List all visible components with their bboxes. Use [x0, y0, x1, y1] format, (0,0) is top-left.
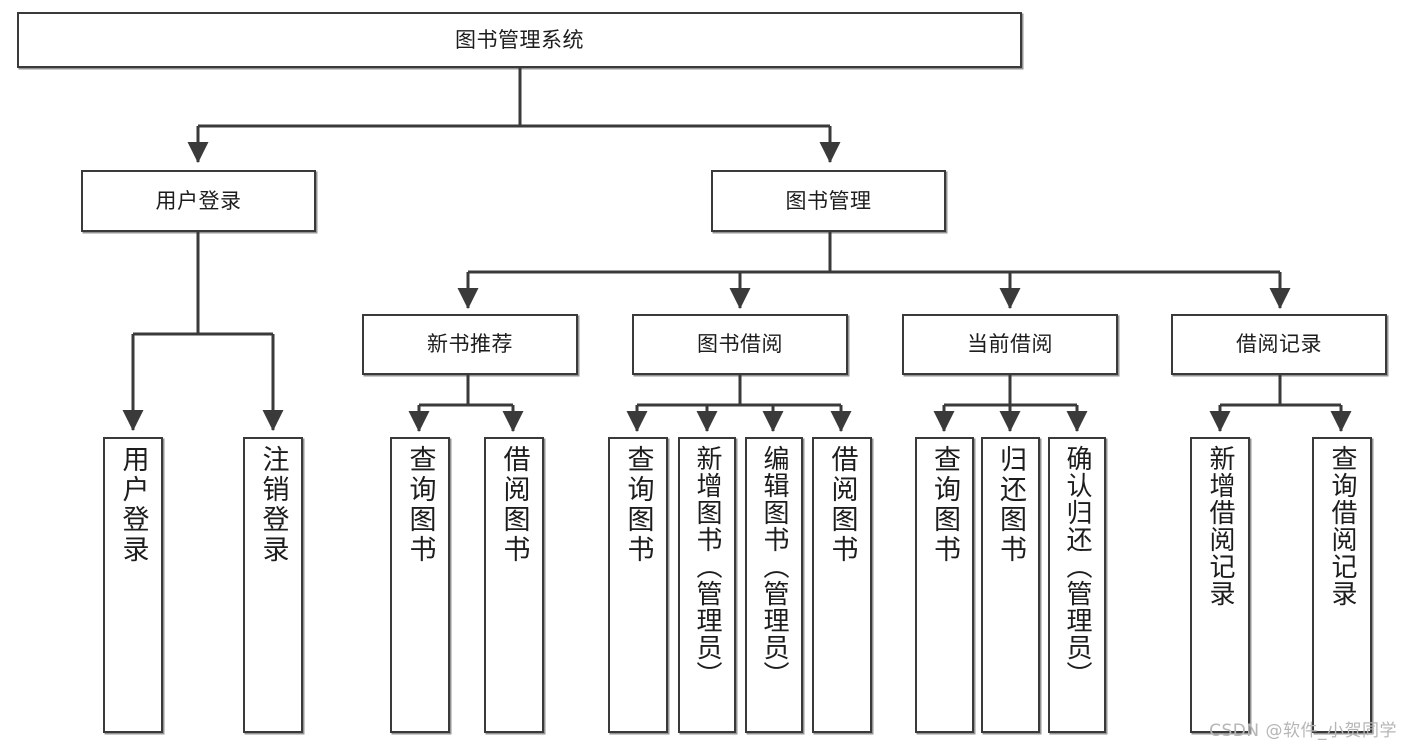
node-label: 图书管理系统: [455, 27, 584, 52]
node-label: 查询图书: [929, 445, 960, 565]
node-new-book-recommend[interactable]: 新书推荐: [362, 314, 578, 375]
leaf-current-return-book[interactable]: 归还图书: [981, 437, 1040, 733]
leaf-borrow-query-book[interactable]: 查询图书: [608, 437, 668, 733]
node-borrow-record[interactable]: 借阅记录: [1171, 314, 1387, 375]
node-label: 新书推荐: [427, 332, 513, 357]
leaf-borrow-borrow-book[interactable]: 借阅图书: [812, 437, 872, 733]
node-label: 查询借阅记录: [1327, 445, 1357, 607]
node-label: 查询图书: [622, 445, 654, 565]
node-label: 确认归还（管理员）: [1062, 445, 1092, 688]
leaf-current-confirm-return-admin[interactable]: 确认归还（管理员）: [1048, 437, 1106, 733]
node-user-login[interactable]: 用户登录: [81, 170, 316, 232]
node-label: 归还图书: [995, 445, 1026, 565]
node-label: 用户登录: [117, 445, 149, 565]
node-label: 用户登录: [155, 188, 242, 213]
node-root-system[interactable]: 图书管理系统: [17, 12, 1022, 68]
node-label: 借阅图书: [826, 445, 858, 565]
node-book-borrow[interactable]: 图书借阅: [632, 314, 848, 375]
node-label: 新增图书（管理员）: [692, 445, 722, 688]
node-book-management[interactable]: 图书管理: [711, 170, 946, 232]
node-label: 借阅图书: [498, 445, 530, 565]
leaf-record-add-record[interactable]: 新增借阅记录: [1190, 437, 1250, 733]
leaf-borrow-add-book-admin[interactable]: 新增图书（管理员）: [678, 437, 736, 733]
leaf-recommend-borrow-book[interactable]: 借阅图书: [484, 437, 544, 733]
leaf-record-query-record[interactable]: 查询借阅记录: [1312, 437, 1372, 733]
node-label: 借阅记录: [1236, 332, 1322, 357]
leaf-current-query-book[interactable]: 查询图书: [915, 437, 974, 733]
node-label: 新增借阅记录: [1205, 445, 1235, 607]
node-label: 注销登录: [257, 445, 289, 565]
leaf-user-login-logout[interactable]: 注销登录: [243, 437, 303, 733]
csdn-watermark: CSDN @软件_小贺同学: [1209, 721, 1397, 741]
leaf-borrow-edit-book-admin[interactable]: 编辑图书（管理员）: [745, 437, 803, 733]
node-label: 编辑图书（管理员）: [759, 445, 789, 688]
leaf-recommend-query-book[interactable]: 查询图书: [390, 437, 450, 733]
leaf-user-login-login[interactable]: 用户登录: [103, 437, 163, 733]
node-label: 图书借阅: [697, 332, 783, 357]
node-label: 查询图书: [404, 445, 436, 565]
node-current-borrow[interactable]: 当前借阅: [902, 314, 1118, 375]
node-label: 当前借阅: [967, 332, 1053, 357]
node-label: 图书管理: [785, 188, 872, 213]
